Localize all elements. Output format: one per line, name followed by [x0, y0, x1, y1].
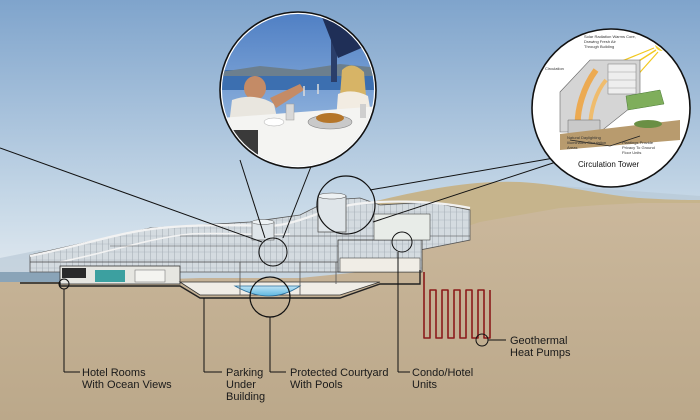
tower-note-plantings: Plantings Provide Privacy To Ground Floo…: [622, 140, 655, 155]
connector-lines: [0, 147, 557, 373]
ocean: [0, 272, 60, 282]
tower-note-circulation: Circulation: [545, 66, 564, 71]
callout-parking: Parking Under Building: [226, 367, 266, 403]
callout-hotel-rooms: Hotel Rooms With Ocean Views: [82, 367, 172, 391]
tower-inset-title: Circulation Tower: [578, 160, 640, 169]
building-section: [20, 192, 471, 299]
callout-condo: Condo/Hotel Units: [412, 367, 474, 391]
geothermal-loop: [423, 272, 491, 339]
dining-photo-inset: [219, 11, 377, 169]
tower-highlight-circle: [316, 175, 376, 235]
circulation-tower-inset: [531, 28, 691, 188]
callout-geothermal: Geothermal Heat Pumps: [510, 335, 571, 359]
atrium-marker: [258, 237, 288, 267]
tower-note-daylight: Natural Daylighting Illuminates Circulat…: [567, 135, 607, 150]
tower-note-solar: Solar Radiation Warms Core, Drawing Fres…: [584, 34, 636, 49]
condo-marker: [391, 231, 413, 253]
ground: [0, 203, 700, 420]
callout-courtyard: Protected Courtyard With Pools: [290, 367, 389, 391]
